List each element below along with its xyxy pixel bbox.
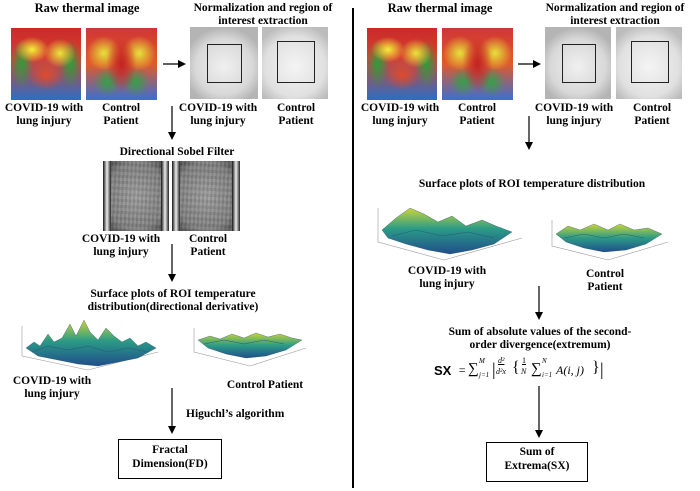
left-control-label-1: Control (101, 102, 141, 114)
left-surface-covid-label-2: lung injury (24, 388, 80, 400)
formula-n: N (521, 367, 527, 376)
panel-divider (352, 8, 354, 488)
right-covid-label-1: COVID-19 with (360, 102, 440, 114)
left-norm-covid-label-2: lung injury (190, 115, 246, 127)
left-surface-plot-control (193, 328, 307, 367)
right-normalized-covid-image (545, 27, 611, 99)
formula-term: A(i, j) (556, 363, 584, 377)
right-norm-control-label-2: Patient (634, 115, 670, 127)
right-result-line-1: Sum of (519, 446, 555, 458)
right-thermal-control-image (442, 28, 513, 100)
right-norm-control-label-1: Control (632, 102, 672, 114)
right-surface-title: Surface plots of ROI temperature distrib… (418, 178, 646, 190)
formula-sup-m: M (479, 357, 485, 365)
right-control-label-2: Patient (459, 115, 495, 127)
left-norm-title-2: interest extraction (218, 15, 308, 27)
right-norm-title-2: interest extraction (570, 15, 660, 27)
formula-sup-n: N (542, 357, 547, 365)
right-surface-control-label-2: Patient (587, 281, 623, 293)
left-sobel-control-label-2: Patient (190, 246, 226, 258)
right-norm-covid-label-2: lung injury (546, 115, 602, 127)
formula-one: 1 (522, 356, 526, 365)
right-control-label-1: Control (457, 102, 497, 114)
formula-sub-j: j=1 (479, 371, 490, 379)
left-result-box (118, 439, 222, 479)
right-result-box (486, 442, 588, 482)
left-norm-title-1: Normalization and region of (193, 2, 333, 14)
formula-abs-open: | (492, 359, 496, 379)
formula-brace-close: } (592, 359, 600, 376)
left-raw-title: Raw thermal image (34, 1, 140, 15)
left-algorithm-label: Higuchl’s algorithm (186, 408, 285, 420)
formula-d2: d² (498, 356, 505, 365)
formula-sigma-2: ∑ (531, 361, 542, 377)
right-surface-plot-covid (377, 207, 523, 261)
right-sum-title-2: order divergence(extremum) (469, 339, 611, 351)
right-raw-title: Raw thermal image (387, 1, 493, 15)
right-result-line-2: Extrema(SX) (504, 460, 570, 472)
right-normalized-control-image (616, 27, 682, 99)
left-roi-box-control (277, 41, 315, 83)
left-control-patient-label: Control Patient (226, 379, 304, 391)
right-surface-plot-control (551, 220, 669, 261)
left-sobel-title: Directional Sobel Filter (119, 146, 235, 158)
left-norm-covid-label-1: COVID-19 with (178, 102, 258, 114)
left-norm-control-label-1: Control (276, 102, 316, 114)
right-thermal-covid-image (367, 28, 437, 100)
left-surface-title-2: distribution(directional derivative) (87, 301, 259, 313)
formula-lhs: SX (434, 363, 452, 378)
left-norm-control-label-2: Patient (278, 115, 314, 127)
right-roi-box-covid (562, 44, 596, 83)
formula-equals: = (458, 363, 467, 377)
formula-d2x: d²x (496, 367, 506, 376)
left-sobel-covid-label-1: COVID-19 with (81, 233, 161, 245)
left-covid-label-2: lung injury (16, 115, 72, 127)
right-norm-covid-label-1: COVID-19 with (534, 102, 614, 114)
formula-sub-i: i=1 (542, 371, 553, 379)
left-normalized-covid-image (190, 27, 258, 99)
right-norm-title-1: Normalization and region of (545, 2, 685, 14)
left-control-label-2: Patient (103, 115, 139, 127)
right-covid-label-2: lung injury (372, 115, 428, 127)
formula-abs-close: | (600, 359, 604, 379)
left-sobel-covid-image (103, 161, 169, 231)
right-sum-title-1: Sum of absolute values of the second- (448, 326, 632, 338)
left-surface-covid-label-1: COVID-19 with (12, 375, 92, 387)
left-sobel-covid-label-2: lung injury (93, 246, 149, 258)
formula-brace-open: { (512, 359, 520, 376)
left-thermal-control-image (86, 28, 157, 100)
formula-sigma-1: ∑ (468, 361, 479, 377)
left-covid-label-1: COVID-19 with (4, 102, 84, 114)
left-surface-plot-covid (21, 319, 159, 371)
right-surface-covid-label-2: lung injury (419, 278, 475, 290)
left-roi-box-covid (207, 44, 242, 83)
right-roi-box-control (631, 41, 669, 83)
left-sobel-control-label-1: Control (188, 233, 228, 245)
left-surface-title-1: Surface plots of ROI temperature (90, 288, 256, 300)
right-surface-covid-label-1: COVID-19 with (407, 265, 487, 277)
left-result-line-1: Fractal (152, 444, 188, 456)
left-thermal-covid-image (11, 28, 81, 100)
sx-formula: SX = ∑ M j=1 | d² d²x { 1 N ∑ N i=1 A(i,… (434, 355, 654, 385)
left-normalized-control-image (262, 27, 328, 99)
right-surface-control-label-1: Control (585, 268, 625, 280)
left-sobel-control-image (172, 161, 240, 231)
left-result-line-2: Dimension(FD) (132, 458, 208, 470)
